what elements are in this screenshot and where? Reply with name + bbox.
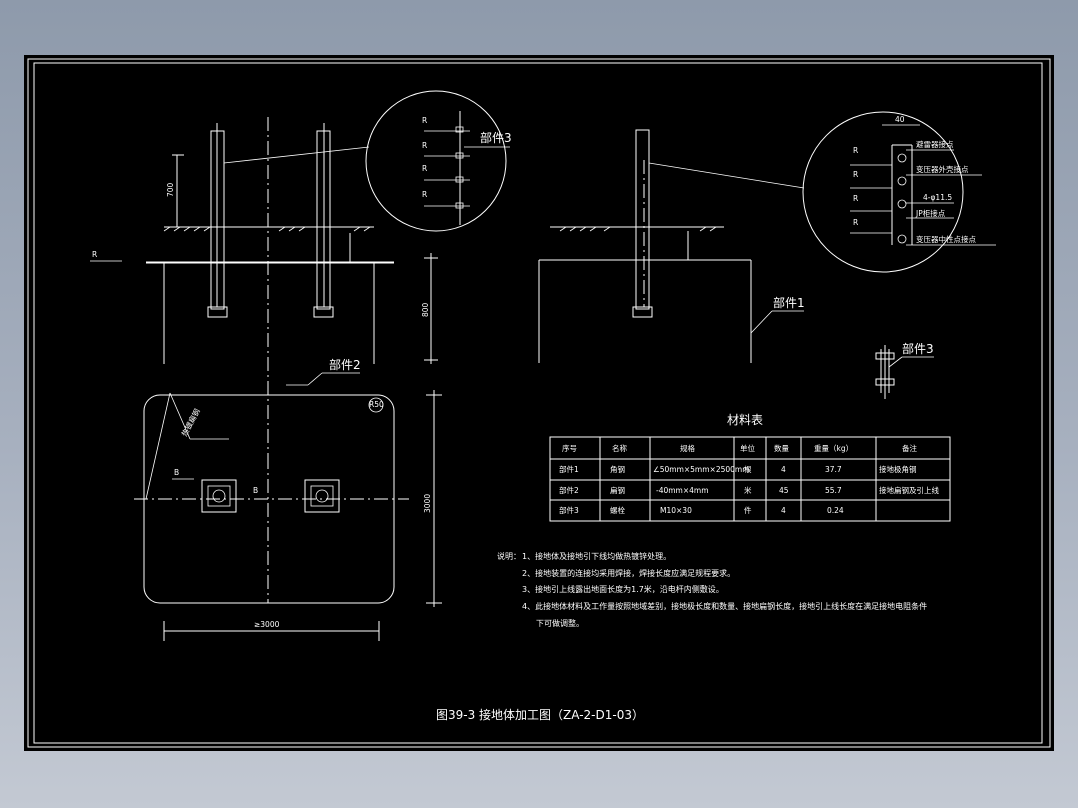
row1-name: 角钢 [610,464,625,474]
th-spec: 规格 [680,443,695,453]
svg-text:R: R [92,250,97,259]
svg-text:R: R [853,170,858,179]
plan-height: 3000 [423,494,432,513]
right-elevation: 部件1 [538,129,805,363]
inner-frame [33,62,1043,744]
note-3: 3、接地引上线露出地面长度为1.7米，沿电杆内侧敷设。 [522,584,724,594]
row1-remark: 接地极角钢 [879,464,917,474]
svg-text:R: R [422,116,427,125]
svg-text:R: R [422,190,427,199]
plan-view: 部件2 热镀扁钢 R50 B B ≥3000 3000 [134,357,442,641]
plan-spacing: B [253,486,258,495]
part2-label: 部件2 [329,357,361,372]
row1-weight: 37.7 [825,465,842,474]
th-unit: 单位 [740,443,755,453]
svg-text:R: R [853,146,858,155]
th-no: 序号 [562,443,577,453]
row2-weight: 55.7 [825,486,842,495]
row1-unit: 根 [744,464,752,474]
row1-qty: 4 [781,465,786,474]
row3-no: 部件3 [559,505,579,515]
row2-qty: 45 [779,486,789,495]
row3-unit: 件 [744,505,752,515]
right-detail-label-1: 避雷器接点 [916,139,954,149]
right-detail-circle: 40 R R R R 避雷器接点 变压器外壳接点 4-φ11.5 JP柜接点 变… [802,111,996,273]
th-weight: 重量（kg） [814,444,853,453]
right-detail-label-4: JP柜接点 [915,208,946,218]
note-4: 4、此接地体材料及工作量按照地域差别，接地极长度和数量、接地扁钢长度，接地引上线… [522,601,927,611]
note-5: 下可做调整。 [536,618,584,628]
row1-no: 部件1 [559,464,579,474]
notes: 说明： 1、接地体及接地引下线均做热镀锌处理。 2、接地装置的连接均采用焊接，焊… [497,551,927,628]
notes-lead: 说明： [497,551,521,561]
th-remark: 备注 [902,443,917,453]
plan-width: ≥3000 [254,620,280,629]
part3-bolt-label: 部件3 [902,341,934,356]
th-name: 名称 [612,443,627,453]
material-table: 材料表 序号 名称 规格 单位 数量 重量（kg） 备注 部件1 角钢 ∠50m… [549,413,951,522]
row3-qty: 4 [781,506,786,515]
bolt-detail: 部件3 [875,341,934,399]
left-dim-800: 800 [421,302,430,317]
svg-text:R: R [422,164,427,173]
row2-spec: -40mm×4mm [656,486,709,495]
row1-spec: ∠50mm×5mm×2500mm [653,465,750,474]
material-table-title: 材料表 [727,413,763,427]
th-qty: 数量 [774,443,789,453]
right-detail-label-2: 变压器外壳接点 [916,164,969,174]
plan-radius: R50 [369,400,384,409]
cad-drawing: 700 800 R R R R R 部件3 [27,58,1051,748]
row2-unit: 米 [744,485,752,495]
row3-name: 螺栓 [610,505,625,515]
left-detail-circle: R R R R 部件3 [365,90,512,232]
drawing-caption: 图39-3 接地体加工图（ZA-2-D1-03） [436,707,644,722]
outer-frame [27,58,1051,748]
note-1: 1、接地体及接地引下线均做热镀锌处理。 [522,551,671,561]
row2-no: 部件2 [559,485,579,495]
part1-label: 部件1 [773,295,805,310]
row2-name: 扁钢 [610,485,625,495]
svg-text:R: R [853,218,858,227]
left-elevation: 700 800 R [90,117,438,455]
svg-text:B: B [174,468,179,477]
row3-weight: 0.24 [827,506,844,515]
row2-remark: 接地扁钢及引上线 [879,485,939,495]
drawing-viewport[interactable]: 700 800 R R R R R 部件3 [24,55,1054,751]
right-detail-label-5: 变压器中性点接点 [916,234,976,244]
left-dim-700: 700 [166,182,175,197]
svg-text:R: R [422,141,427,150]
part3-detail-label: 部件3 [480,130,512,145]
note-2: 2、接地装置的连接均采用焊接，焊接长度应满足规程要求。 [522,568,735,578]
row3-spec: M10×30 [660,506,692,515]
right-detail-label-3: 4-φ11.5 [923,193,952,202]
svg-text:R: R [853,194,858,203]
right-dim-40: 40 [895,115,905,124]
